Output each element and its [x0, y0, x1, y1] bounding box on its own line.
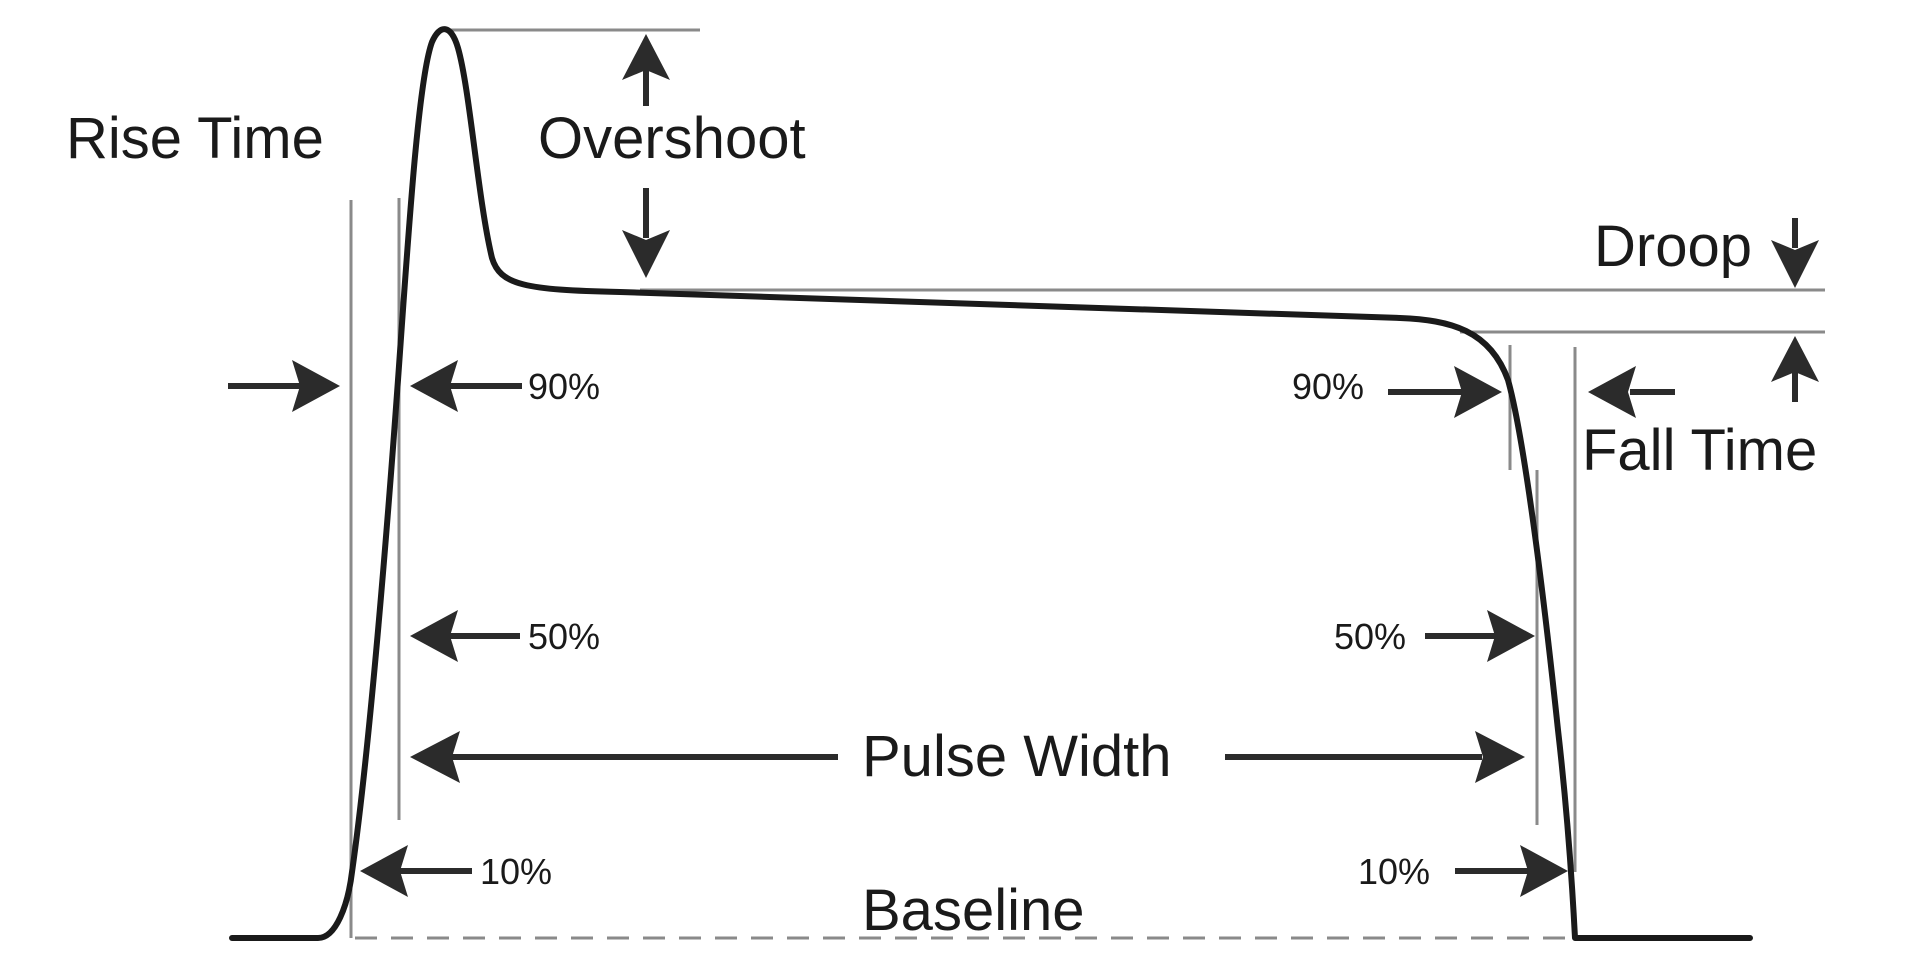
pulse-width-right-arrow	[1225, 731, 1525, 783]
overshoot-down-arrow	[622, 188, 670, 278]
fall-10-arrow	[1455, 845, 1568, 897]
overshoot-label: Overshoot	[538, 106, 806, 171]
droop-down-arrow	[1771, 218, 1819, 288]
baseline-label: Baseline	[862, 878, 1084, 943]
rise-time-label: Rise Time	[66, 106, 324, 171]
pulse-waveform	[229, 26, 1753, 941]
fall-90-label: 90%	[1292, 366, 1364, 407]
rise-10-arrow	[360, 845, 472, 897]
fall-10-label: 10%	[1358, 851, 1430, 892]
rise-90-arrow	[410, 360, 522, 412]
rise-time-left-arrow	[228, 360, 340, 412]
rise-50-arrow	[410, 610, 520, 662]
arrows	[228, 34, 1819, 897]
pulse-width-label: Pulse Width	[862, 724, 1171, 789]
labels: Rise Time Overshoot Droop Fall Time Puls…	[66, 106, 1817, 943]
fall-time-right-arrow	[1588, 366, 1675, 418]
rise-90-label: 90%	[528, 366, 600, 407]
fall-50-arrow	[1425, 610, 1535, 662]
rise-10-label: 10%	[480, 851, 552, 892]
rise-50-label: 50%	[528, 616, 600, 657]
overshoot-up-arrow	[622, 34, 670, 106]
fall-time-label: Fall Time	[1582, 418, 1817, 483]
droop-label: Droop	[1594, 214, 1752, 279]
droop-up-arrow	[1771, 336, 1819, 402]
fall-50-label: 50%	[1334, 616, 1406, 657]
fall-90-arrow	[1388, 366, 1502, 418]
pulse-width-left-arrow	[410, 731, 838, 783]
